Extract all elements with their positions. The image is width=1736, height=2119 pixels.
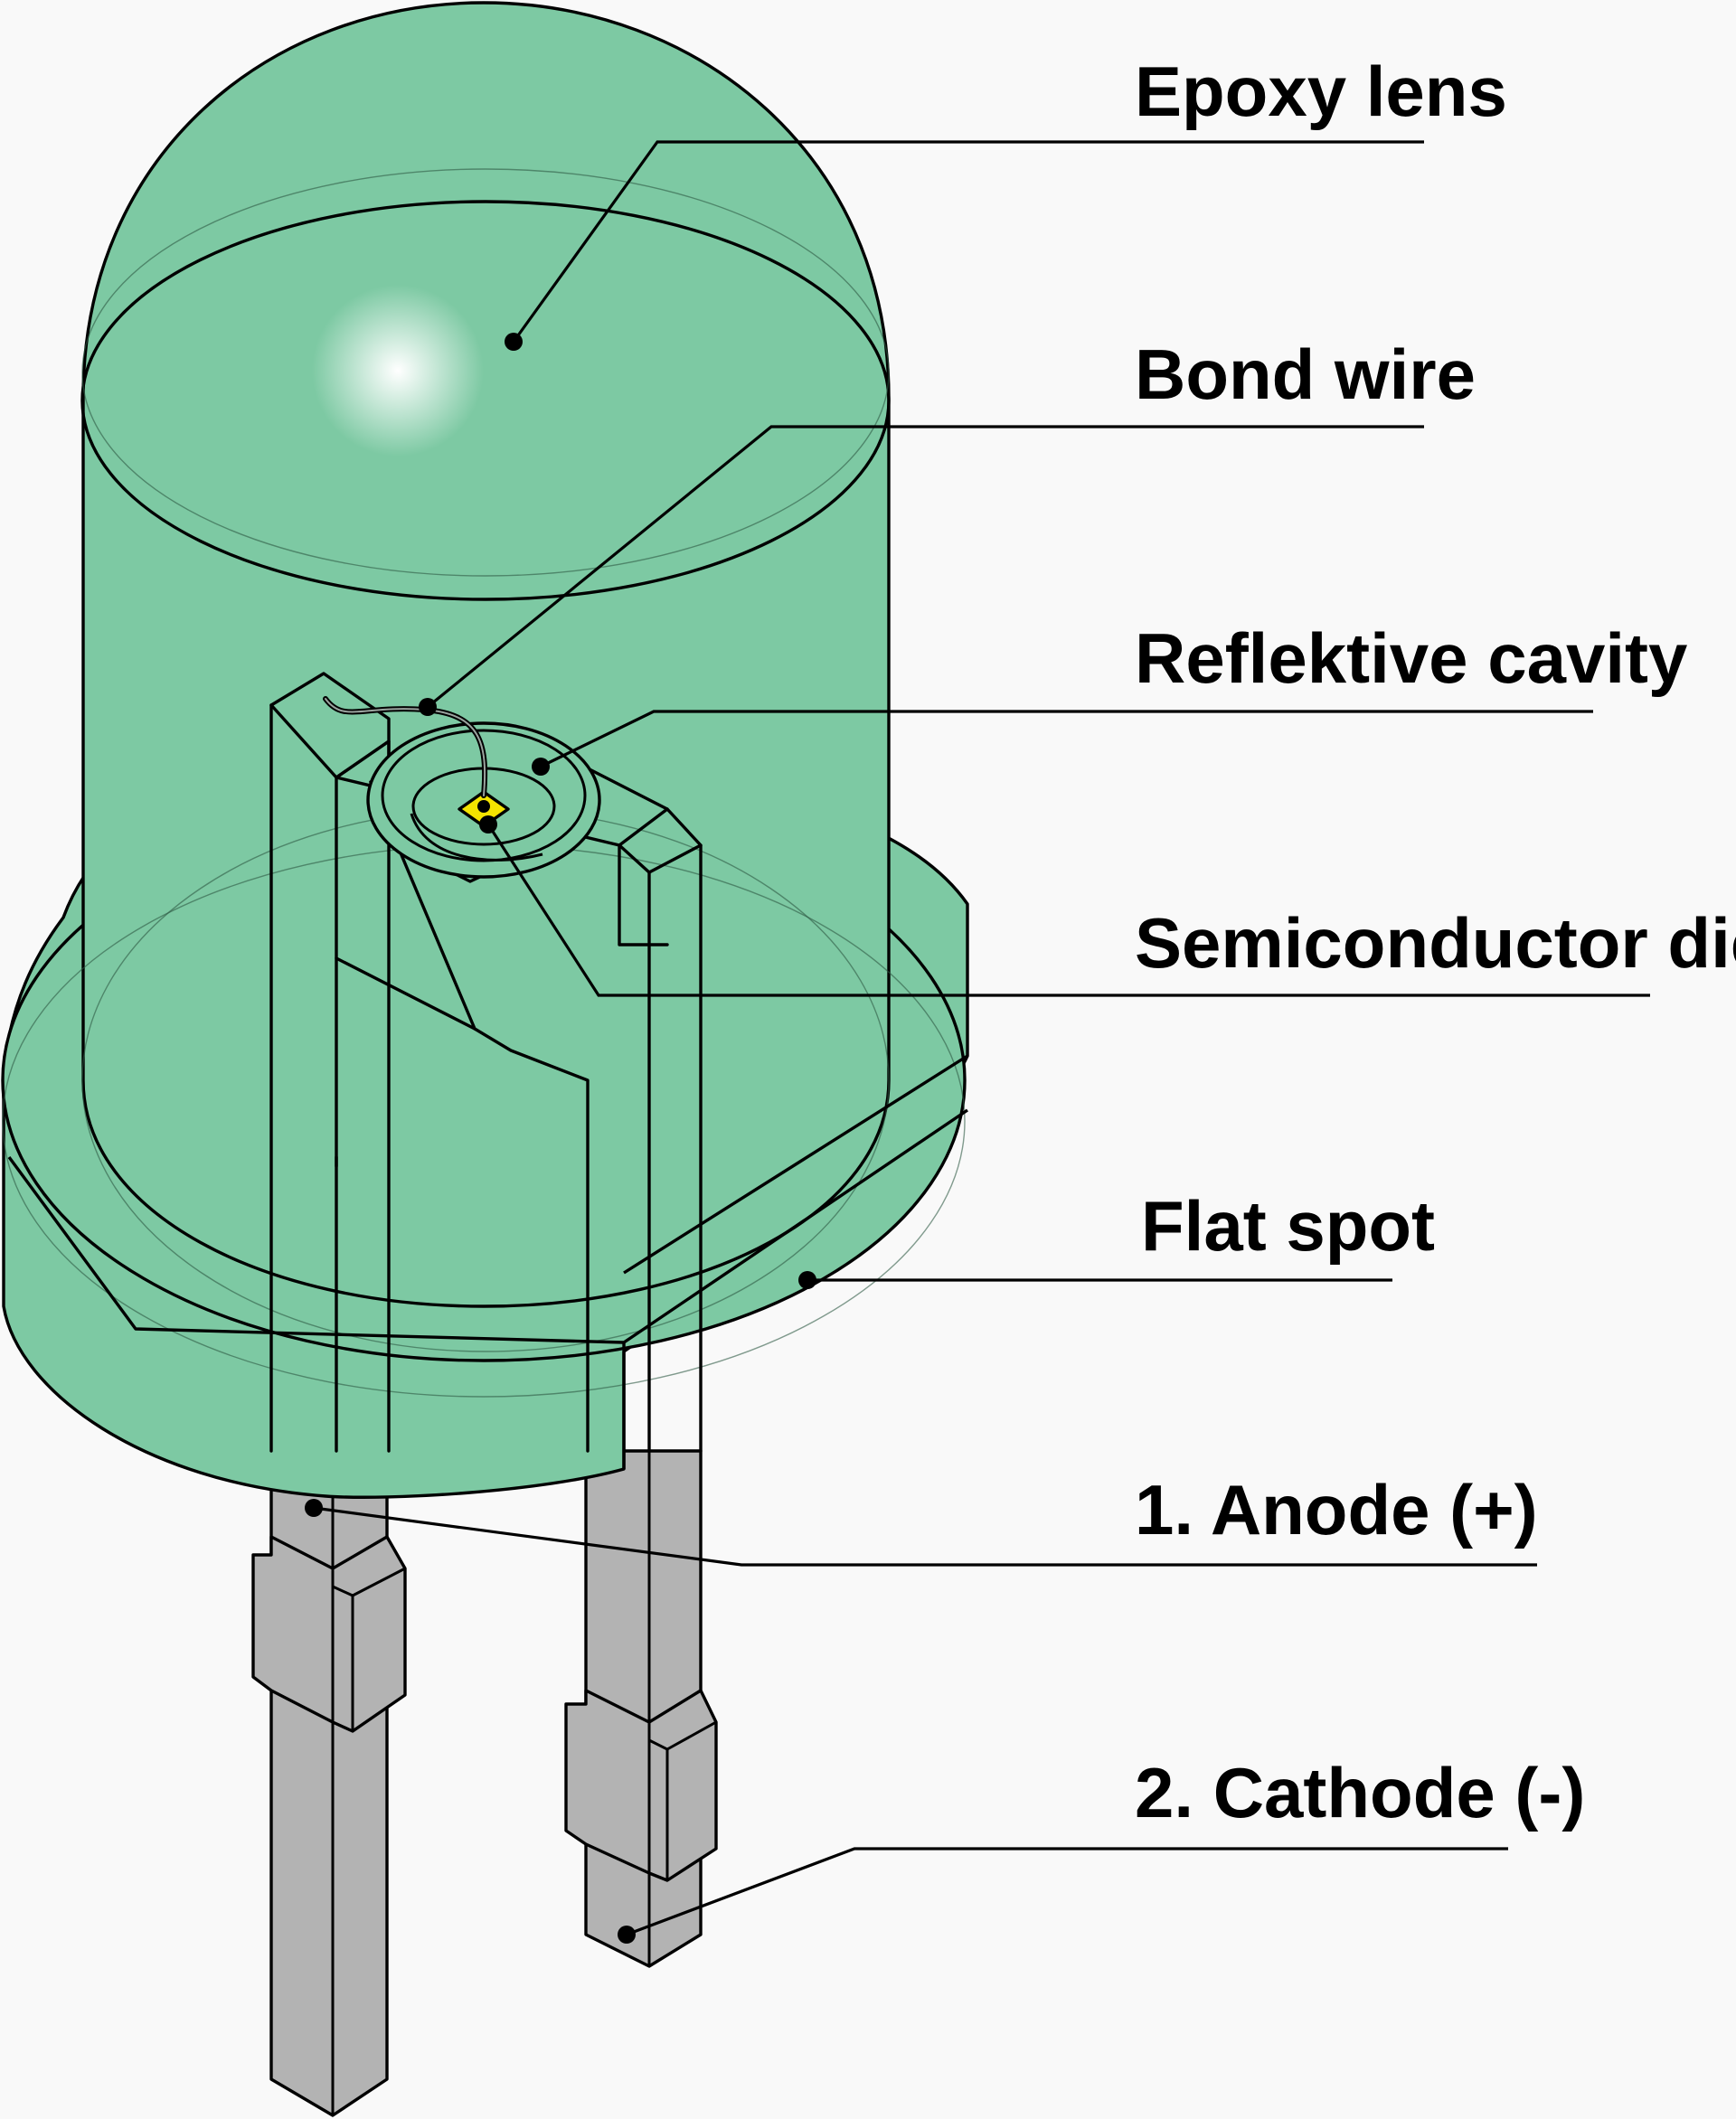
leader-semiconductor-die (486, 824, 1650, 997)
leader-lines (305, 140, 1650, 1944)
labels: Epoxy lens Bond wire Reflektive cavity S… (1135, 52, 1736, 1832)
cathode-lead (564, 1449, 718, 1968)
label-reflective-cavity: Reflektive cavity (1135, 618, 1687, 698)
semiconductor-die (458, 790, 510, 828)
leader-epoxy-lens (512, 140, 1424, 343)
label-bond-wire: Bond wire (1135, 334, 1476, 414)
leader-bond-wire (426, 425, 1424, 709)
label-semiconductor-die: Semiconductor die (1135, 903, 1736, 983)
label-flat-spot: Flat spot (1141, 1186, 1435, 1266)
label-anode: 1. Anode (+) (1135, 1470, 1538, 1549)
anode-lead (251, 1449, 407, 2117)
label-epoxy-lens: Epoxy lens (1135, 52, 1507, 131)
label-cathode: 2. Cathode (-) (1135, 1753, 1585, 1832)
lens-highlight (312, 285, 484, 457)
leader-anode (313, 1506, 1537, 1567)
leader-cathode (626, 1847, 1508, 1936)
leader-reflective-cavity (540, 710, 1593, 768)
epoxy-lens (1, 1, 969, 1499)
leadframe (269, 672, 703, 1453)
